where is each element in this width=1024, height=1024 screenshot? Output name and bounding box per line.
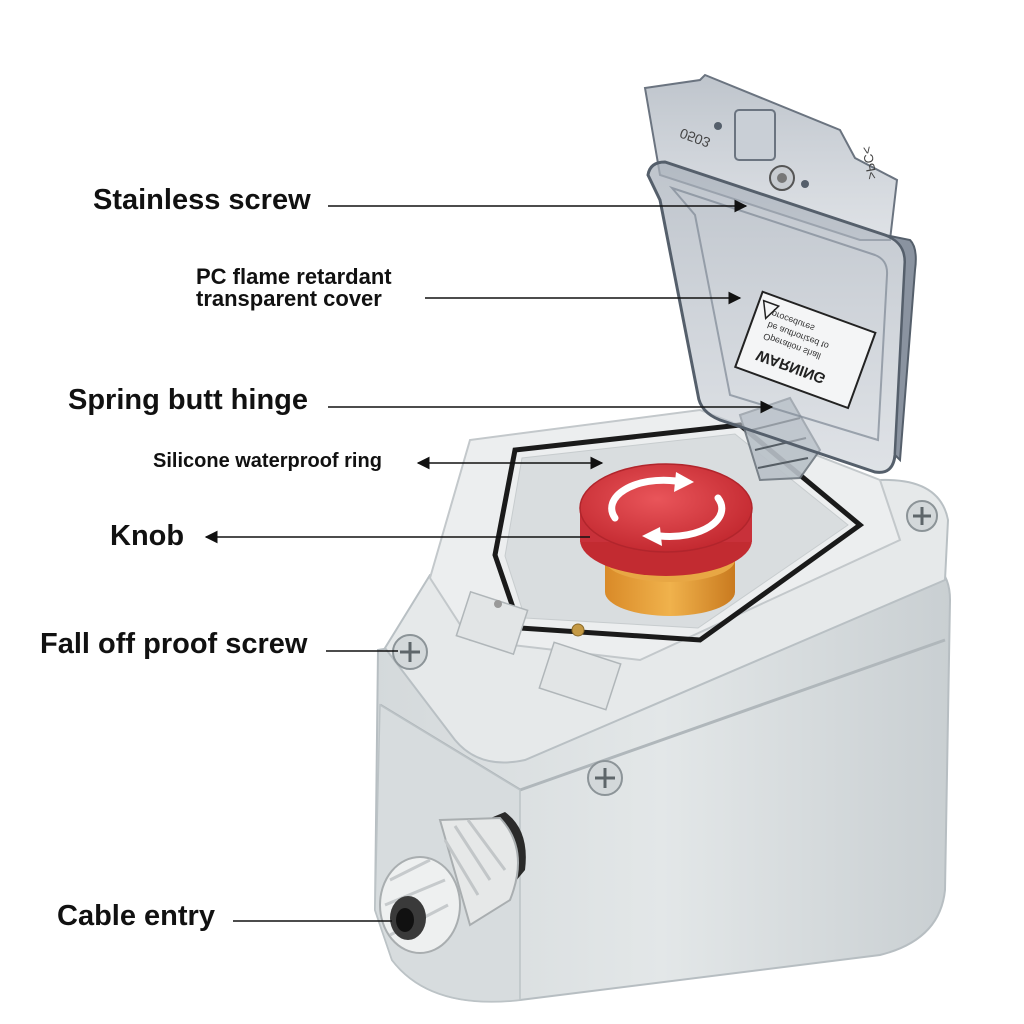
leader-lines bbox=[204, 199, 774, 922]
housing-screw-back bbox=[906, 500, 938, 532]
material-mark: >PC< bbox=[859, 145, 880, 180]
fall-off-proof-screw bbox=[392, 634, 428, 670]
knob bbox=[579, 463, 753, 616]
label-stainless-screw: Stainless screw bbox=[93, 184, 311, 216]
latch-block-right bbox=[538, 641, 622, 711]
stainless-screw bbox=[734, 109, 795, 191]
label-pc-cover-line-1: PC flame retardant bbox=[196, 264, 392, 289]
info-triangle-icon bbox=[762, 299, 781, 321]
label-silicone-ring: Silicone waterproof ring bbox=[153, 450, 382, 472]
cable-gland bbox=[379, 812, 526, 954]
label-cable-entry: Cable entry bbox=[57, 900, 215, 932]
label-fall-off-screw: Fall off proof screw bbox=[40, 628, 308, 660]
housing-screw-front bbox=[587, 760, 623, 796]
indicator-hole bbox=[494, 600, 502, 608]
cover-edge bbox=[884, 234, 917, 463]
warning-label: WARNING Operation shall be authorized to… bbox=[733, 290, 877, 410]
label-knob: Knob bbox=[110, 520, 185, 552]
label-spring-hinge: Spring butt hinge bbox=[68, 384, 309, 416]
rotate-arrows-icon bbox=[608, 476, 726, 540]
inner-screw-gold bbox=[571, 623, 585, 637]
label-pc-cover-line-2: transparent cover bbox=[196, 286, 382, 311]
transparent-cover: 0503 >PC< WARNING Operation shall be aut… bbox=[643, 73, 917, 474]
label-pc-cover: PC flame retardant transparent cover bbox=[196, 266, 392, 310]
